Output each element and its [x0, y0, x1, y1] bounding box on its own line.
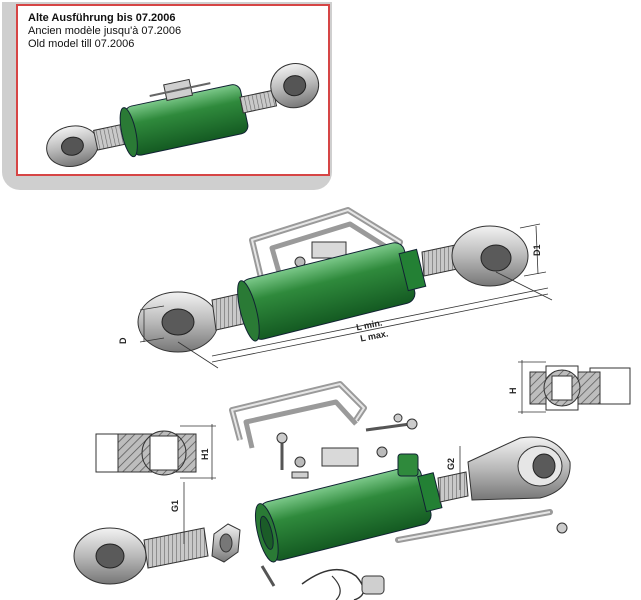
- dim-label-d: D: [118, 337, 128, 345]
- ball-joint-section-right: [518, 360, 631, 414]
- inset-caption: Alte Ausführung bis 07.2006 Ancien modèl…: [28, 12, 181, 51]
- dim-label-g1: G1: [170, 499, 180, 512]
- old-model-top-link: [46, 63, 320, 167]
- exploded-view: [73, 381, 571, 600]
- ball-joint-section-left: [95, 424, 216, 480]
- dim-label-h1: H1: [200, 448, 210, 460]
- dim-label-h: H: [508, 387, 518, 395]
- inset-line-fr: Ancien modèle jusqu'à 07.2006: [28, 25, 182, 37]
- inset-title: Alte Ausführung bis 07.2006: [28, 12, 176, 24]
- assembled-top-link: [137, 207, 553, 369]
- dim-label-g2: G2: [446, 457, 456, 470]
- inset-line-en: Old model till 07.2006: [28, 38, 135, 50]
- dim-label-d1: D1: [532, 244, 542, 256]
